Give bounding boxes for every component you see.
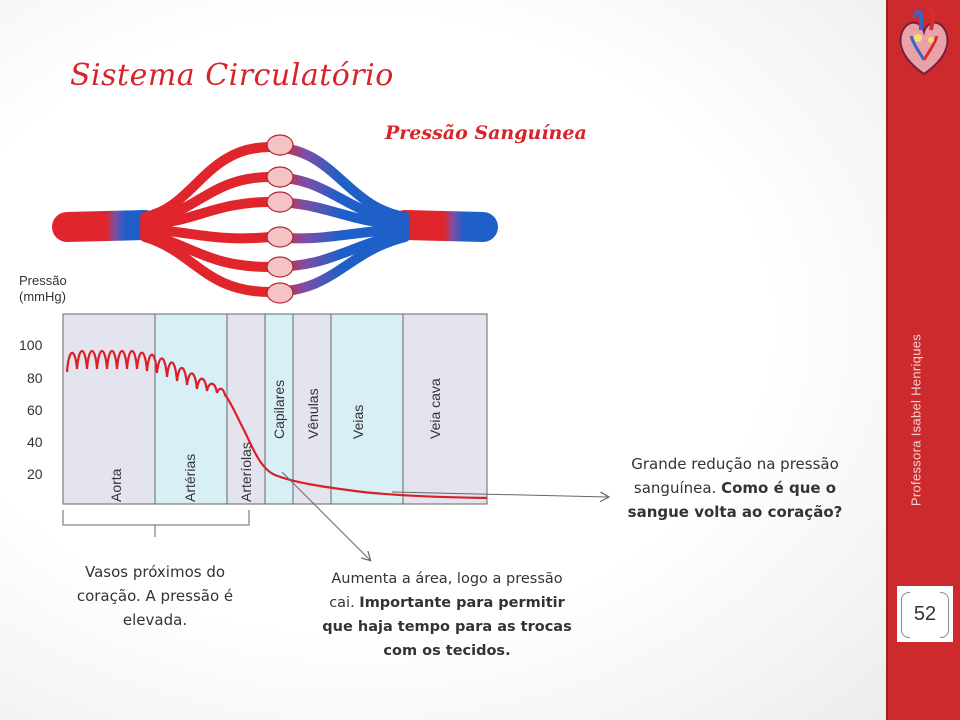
y-tick: 40 — [27, 434, 43, 450]
segment-label: Arteríolas — [238, 442, 254, 502]
bracket — [62, 510, 250, 537]
axis-label-unit: (mmHg) — [19, 289, 66, 304]
page-number-badge: 52 — [897, 586, 953, 642]
segment-label: Artérias — [182, 454, 198, 502]
blood-pressure-figure: Pressão (mmHg) 100 80 60 40 20 Aorta Art… — [19, 134, 498, 537]
segment-label: Veia cava — [427, 378, 443, 439]
note-capillaries: Aumenta a área, logo a pressão cai. Impo… — [322, 567, 572, 663]
segment-label: Aorta — [108, 468, 124, 502]
axis-label: Pressão — [19, 273, 67, 288]
heart-icon — [899, 8, 949, 76]
slide-subtitle: Pressão Sanguínea — [385, 122, 587, 144]
note-veins-bold: Como é que o sangue volta ao coração? — [627, 479, 843, 521]
segment-label: Capilares — [271, 380, 287, 439]
chart-segments — [62, 313, 488, 505]
note-capillaries-bold: Importante para permitir que haja tempo … — [322, 595, 572, 659]
page-number: 52 — [913, 603, 937, 625]
y-tick: 100 — [19, 337, 43, 353]
note-veins: Grande redução na pressão sanguínea. Com… — [620, 452, 850, 524]
segment-label: Vênulas — [305, 388, 321, 439]
side-bar-edge — [886, 0, 888, 720]
pressure-curve — [65, 349, 488, 500]
note-near-heart: Vasos próximos do coração. A pressão é e… — [76, 563, 234, 629]
y-tick: 20 — [27, 466, 43, 482]
note-capillaries-plain: Aumenta a área, logo a pressão cai. — [329, 571, 563, 611]
note-veins-plain: Grande redução na pressão sanguínea. — [631, 455, 839, 497]
capillary-beds — [266, 134, 294, 304]
y-tick: 60 — [27, 402, 43, 418]
segment-label: Veias — [350, 405, 366, 439]
slide-title: Sistema Circulatório — [70, 58, 394, 93]
y-tick: 80 — [27, 370, 43, 386]
